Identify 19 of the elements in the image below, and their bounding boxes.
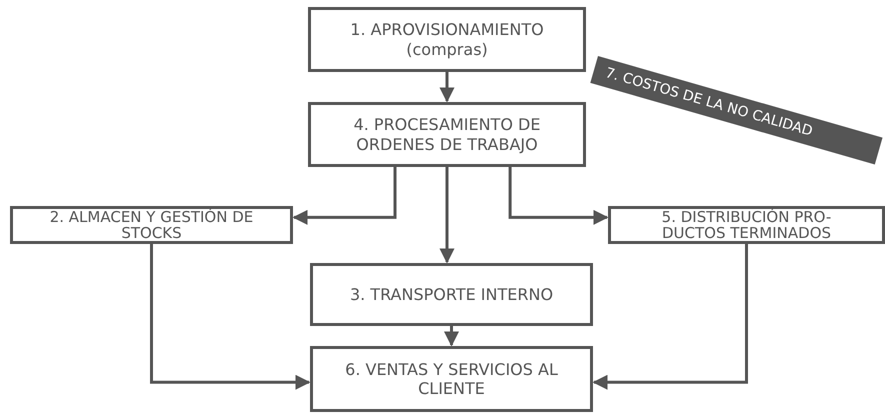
- node-label: 4. PROCESAMIENTO DE ORDENES DE TRABAJO: [352, 115, 542, 154]
- node-label: 3. TRANSPORTE INTERNO: [350, 284, 554, 304]
- node-label: 1. APROVISIONAMIENTO (compras): [349, 20, 545, 59]
- arrow: [292, 167, 397, 225]
- node-label: 6. VENTAS Y SERVICIOS AL CLIENTE: [344, 360, 559, 398]
- process-box: [308, 7, 586, 72]
- process-box: [310, 346, 593, 412]
- process-box: [608, 206, 885, 244]
- node-label: 2. ALMACEN Y GESTIÓN DE STOCKS: [48, 208, 254, 242]
- arrow: [592, 244, 748, 390]
- arrow: [508, 167, 608, 225]
- node-label: 5. DISTRIBUCIÓN PRO- DUCTOS TERMINADOS: [660, 208, 832, 242]
- arrow: [440, 167, 454, 264]
- process-box: [310, 263, 593, 326]
- arrow: [444, 326, 459, 346]
- process-box: [308, 102, 586, 167]
- arrow: [150, 244, 310, 390]
- arrow: [440, 72, 454, 102]
- process-box: [10, 206, 293, 244]
